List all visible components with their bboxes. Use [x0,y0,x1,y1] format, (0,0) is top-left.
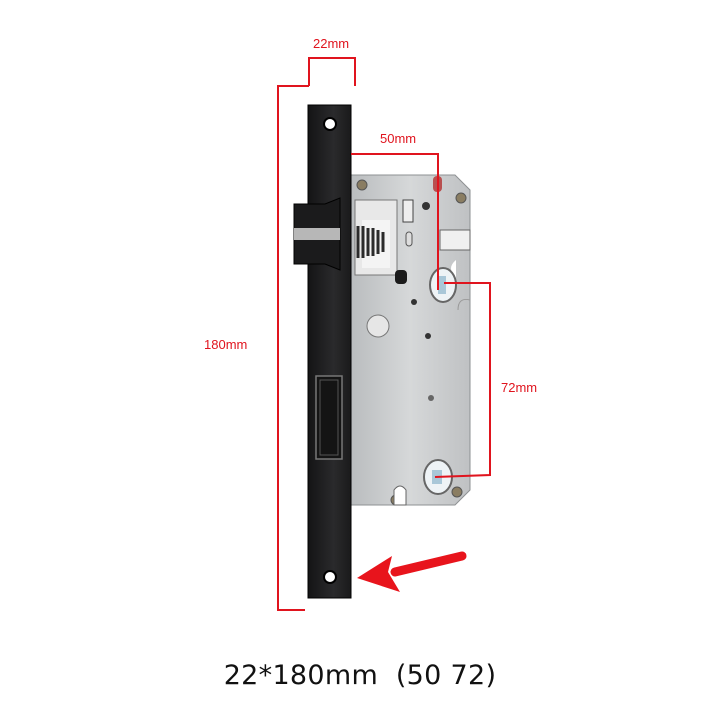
dimension-lines [277,57,491,611]
size-caption: 22*180mm (50 72) [223,660,497,691]
center-distance-label: 72mm [501,380,538,395]
arrow-icon [357,551,467,592]
faceplate [307,104,352,599]
lock-case [349,174,471,506]
latch-bolt [293,197,341,271]
height-label: 180mm [204,337,248,352]
width-label: 22mm [313,36,350,51]
backset-label: 50mm [380,131,417,146]
